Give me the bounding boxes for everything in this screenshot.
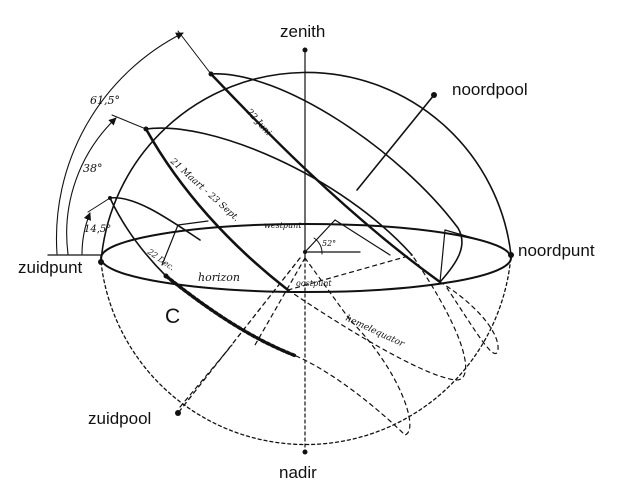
tick-june [177, 30, 212, 75]
point-noordpunt [508, 252, 514, 258]
label-hemelequator: hemelequator [344, 314, 406, 350]
label-westpunt: westpunt [264, 221, 302, 230]
tick-equinox [111, 114, 147, 130]
sphere-lower-outline [100, 254, 512, 446]
point-zuidpunt [98, 259, 104, 265]
dashed-line-1 [179, 344, 233, 408]
angle-arc-52 [313, 237, 323, 255]
diurnal-circle-december [109, 197, 411, 436]
label-noordpunt: noordpunt [518, 241, 595, 260]
dashed-line-2 [254, 257, 306, 346]
radius-dec-2 [161, 224, 179, 266]
label-noordpool: noordpool [452, 80, 528, 99]
label-horizon: horizon [198, 271, 240, 284]
label-equinox: 21 Maart - 23 Sept. [167, 156, 241, 224]
label-angle-14-5: 14,5° [84, 224, 111, 235]
label-oostpunt: oostpunt [296, 279, 332, 288]
sphere-upper-outline [100, 71, 512, 263]
point-westpunt [303, 250, 307, 254]
point-equinox-top [143, 126, 149, 132]
earth-axis-north [356, 94, 435, 191]
point-noordpool [431, 92, 437, 98]
radius-west-2 [334, 219, 391, 256]
equator-east [287, 254, 413, 291]
label-angle-52: 52° [322, 239, 336, 248]
radius-june [439, 229, 446, 283]
label-zuidpool: zuidpool [88, 409, 151, 428]
tick-dec [87, 197, 111, 213]
label-zenith: zenith [280, 22, 325, 41]
label-nadir: nadir [279, 463, 317, 482]
label-angle-38: 38° [83, 162, 103, 175]
angle-arc-38 [66, 117, 117, 255]
diurnal-circle-june [209, 72, 463, 284]
point-zuidpool [175, 410, 181, 416]
angle-arc-14-5 [81, 212, 91, 255]
label-angle-61-5: 61,5° [90, 94, 120, 107]
label-june: 22 Juni [243, 107, 273, 139]
june-circle-below [439, 281, 499, 355]
point-dec-top [108, 196, 112, 200]
label-c: C [165, 305, 180, 328]
label-zuidpunt: zuidpunt [18, 258, 83, 277]
point-june-top [208, 71, 214, 77]
point-nadir [302, 449, 308, 455]
dashed-line-3 [304, 257, 351, 321]
diurnal-circle-equinox [144, 127, 467, 381]
point-c [163, 273, 169, 279]
angle-arc-61-5 [55, 32, 184, 255]
radius-dec [177, 220, 209, 226]
radius-june-2 [444, 229, 481, 241]
point-zenith [302, 47, 308, 53]
radius-west [304, 219, 336, 253]
